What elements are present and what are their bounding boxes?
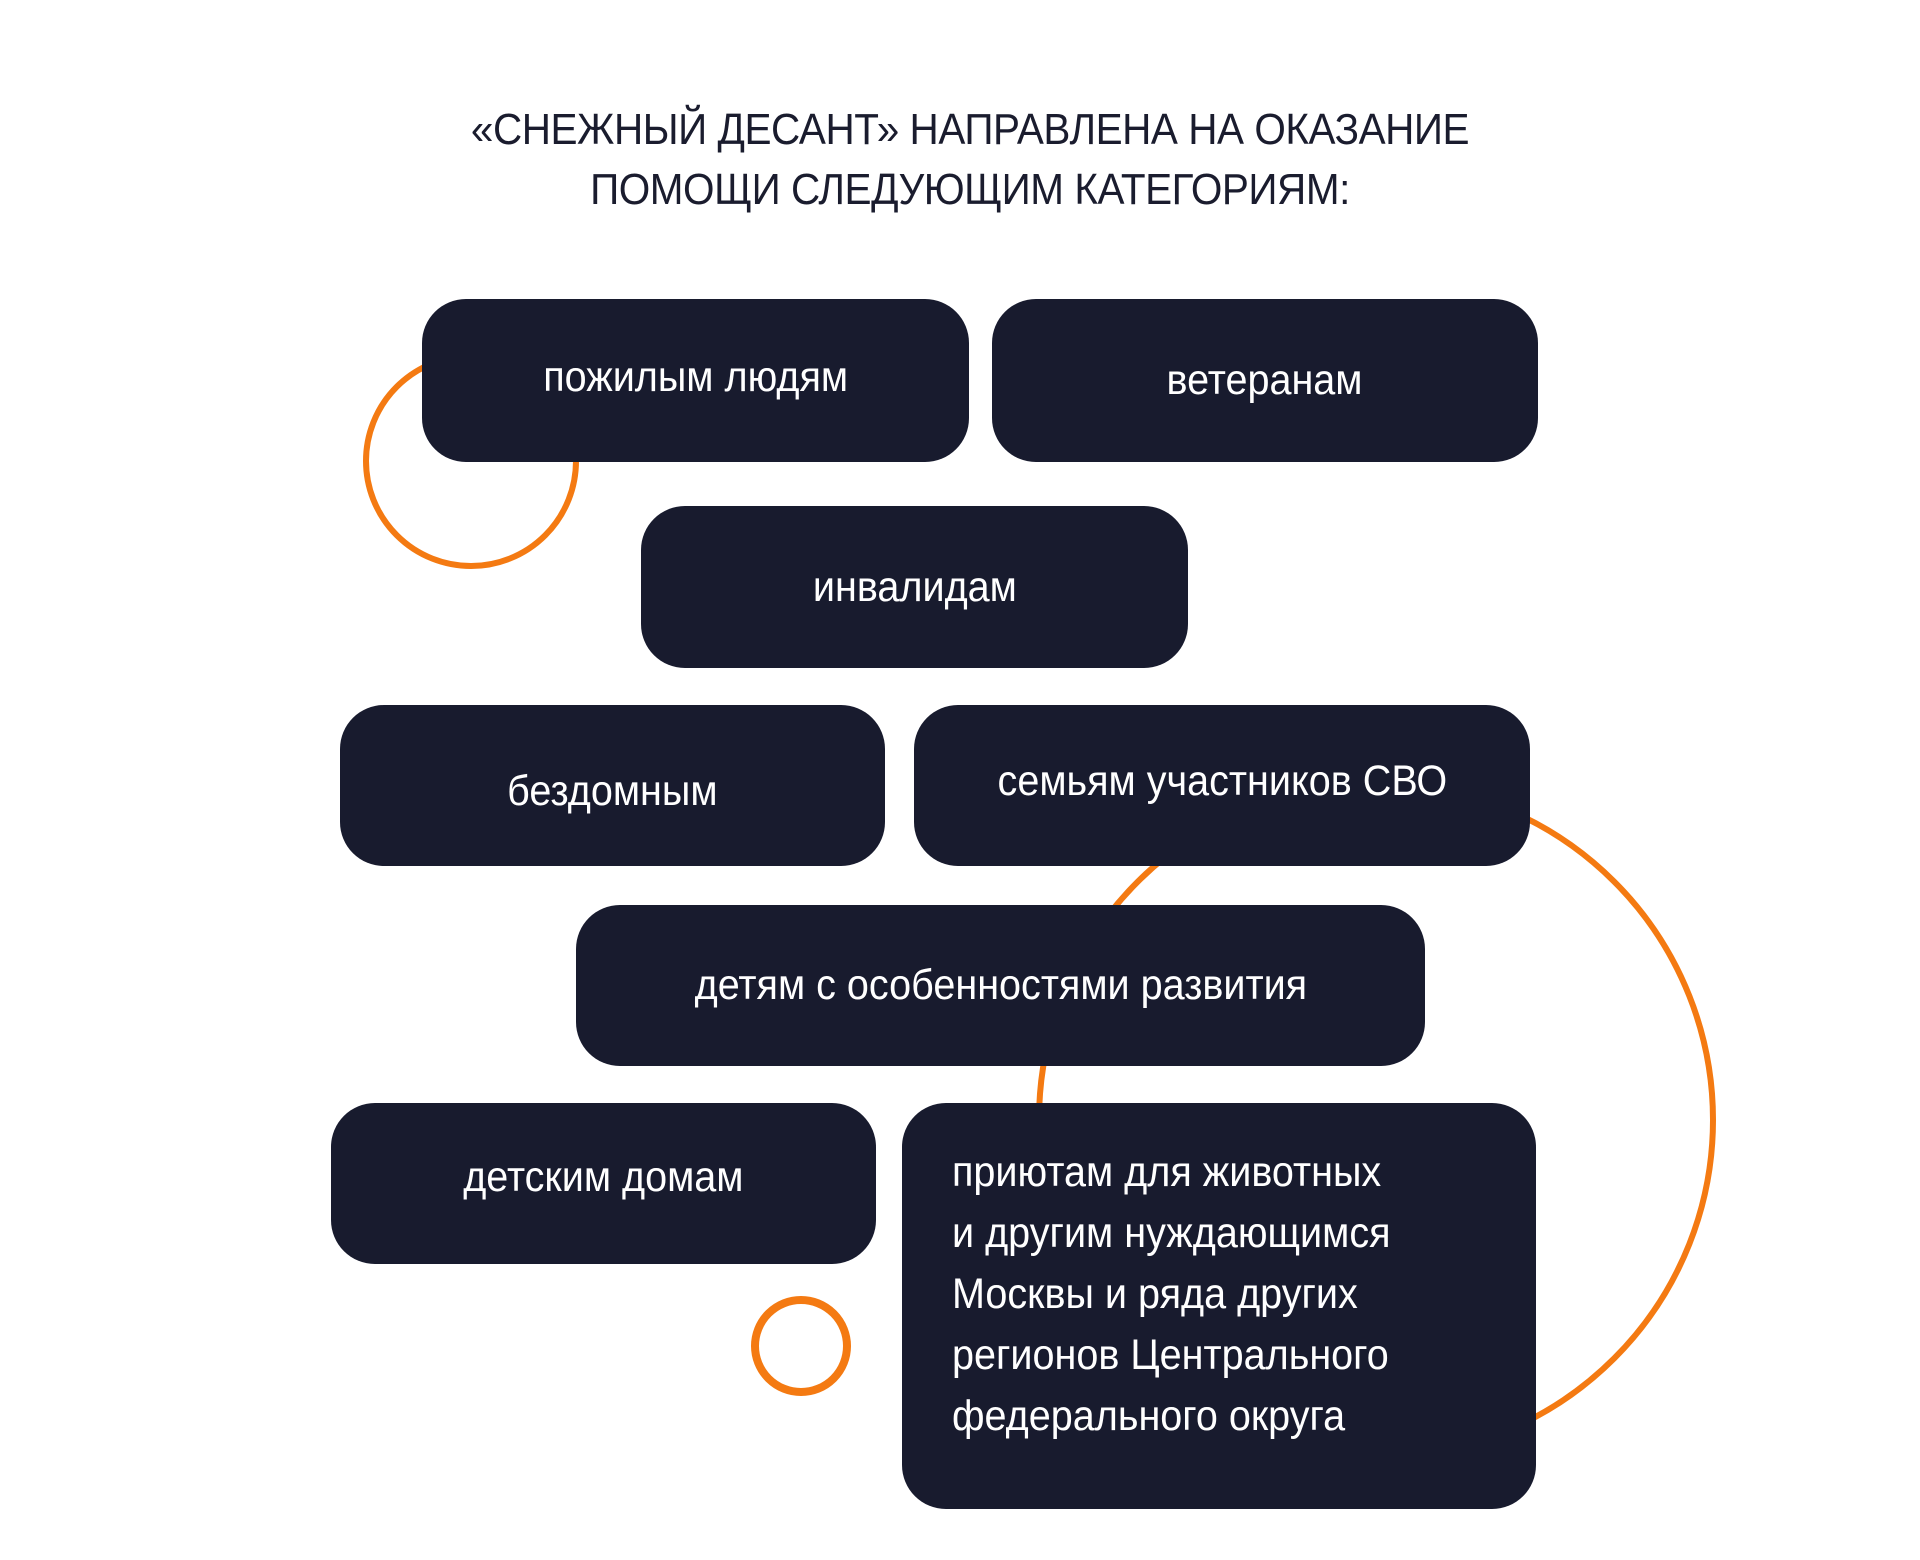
category-label: детям с особенностями развития: [694, 961, 1307, 1009]
category-label: детским домам: [463, 1153, 744, 1201]
page-title: «СНЕЖНЫЙ ДЕСАНТ» НАПРАВЛЕНА НА ОКАЗАНИЕ …: [78, 100, 1863, 220]
title-line-2: ПОМОЩИ СЛЕДУЮЩИМ КАТЕГОРИЯМ:: [590, 165, 1350, 214]
category-label: приютам для животных и другим нуждающимс…: [952, 1147, 1391, 1440]
category-disabled: инвалидам: [641, 506, 1188, 668]
category-svo-families: семьям участников СВО: [914, 705, 1530, 866]
category-label: инвалидам: [812, 562, 1017, 611]
title-line-1: «СНЕЖНЫЙ ДЕСАНТ» НАПРАВЛЕНА НА ОКАЗАНИЕ: [470, 105, 1470, 154]
category-animal-shelters-and-others: приютам для животных и другим нуждающимс…: [902, 1103, 1536, 1509]
category-label: семьям участников СВО: [997, 757, 1447, 805]
category-veterans: ветеранам: [992, 299, 1538, 462]
category-label: пожилым людям: [543, 353, 848, 401]
category-label: бездомным: [507, 767, 718, 815]
category-elderly: пожилым людям: [422, 299, 969, 462]
orange-circle-small-bottom: [751, 1296, 851, 1396]
category-label: ветеранам: [1167, 356, 1363, 404]
category-special-needs-children: детям с особенностями развития: [576, 905, 1425, 1066]
category-homeless: бездомным: [340, 705, 885, 866]
category-orphanages: детским домам: [331, 1103, 876, 1264]
